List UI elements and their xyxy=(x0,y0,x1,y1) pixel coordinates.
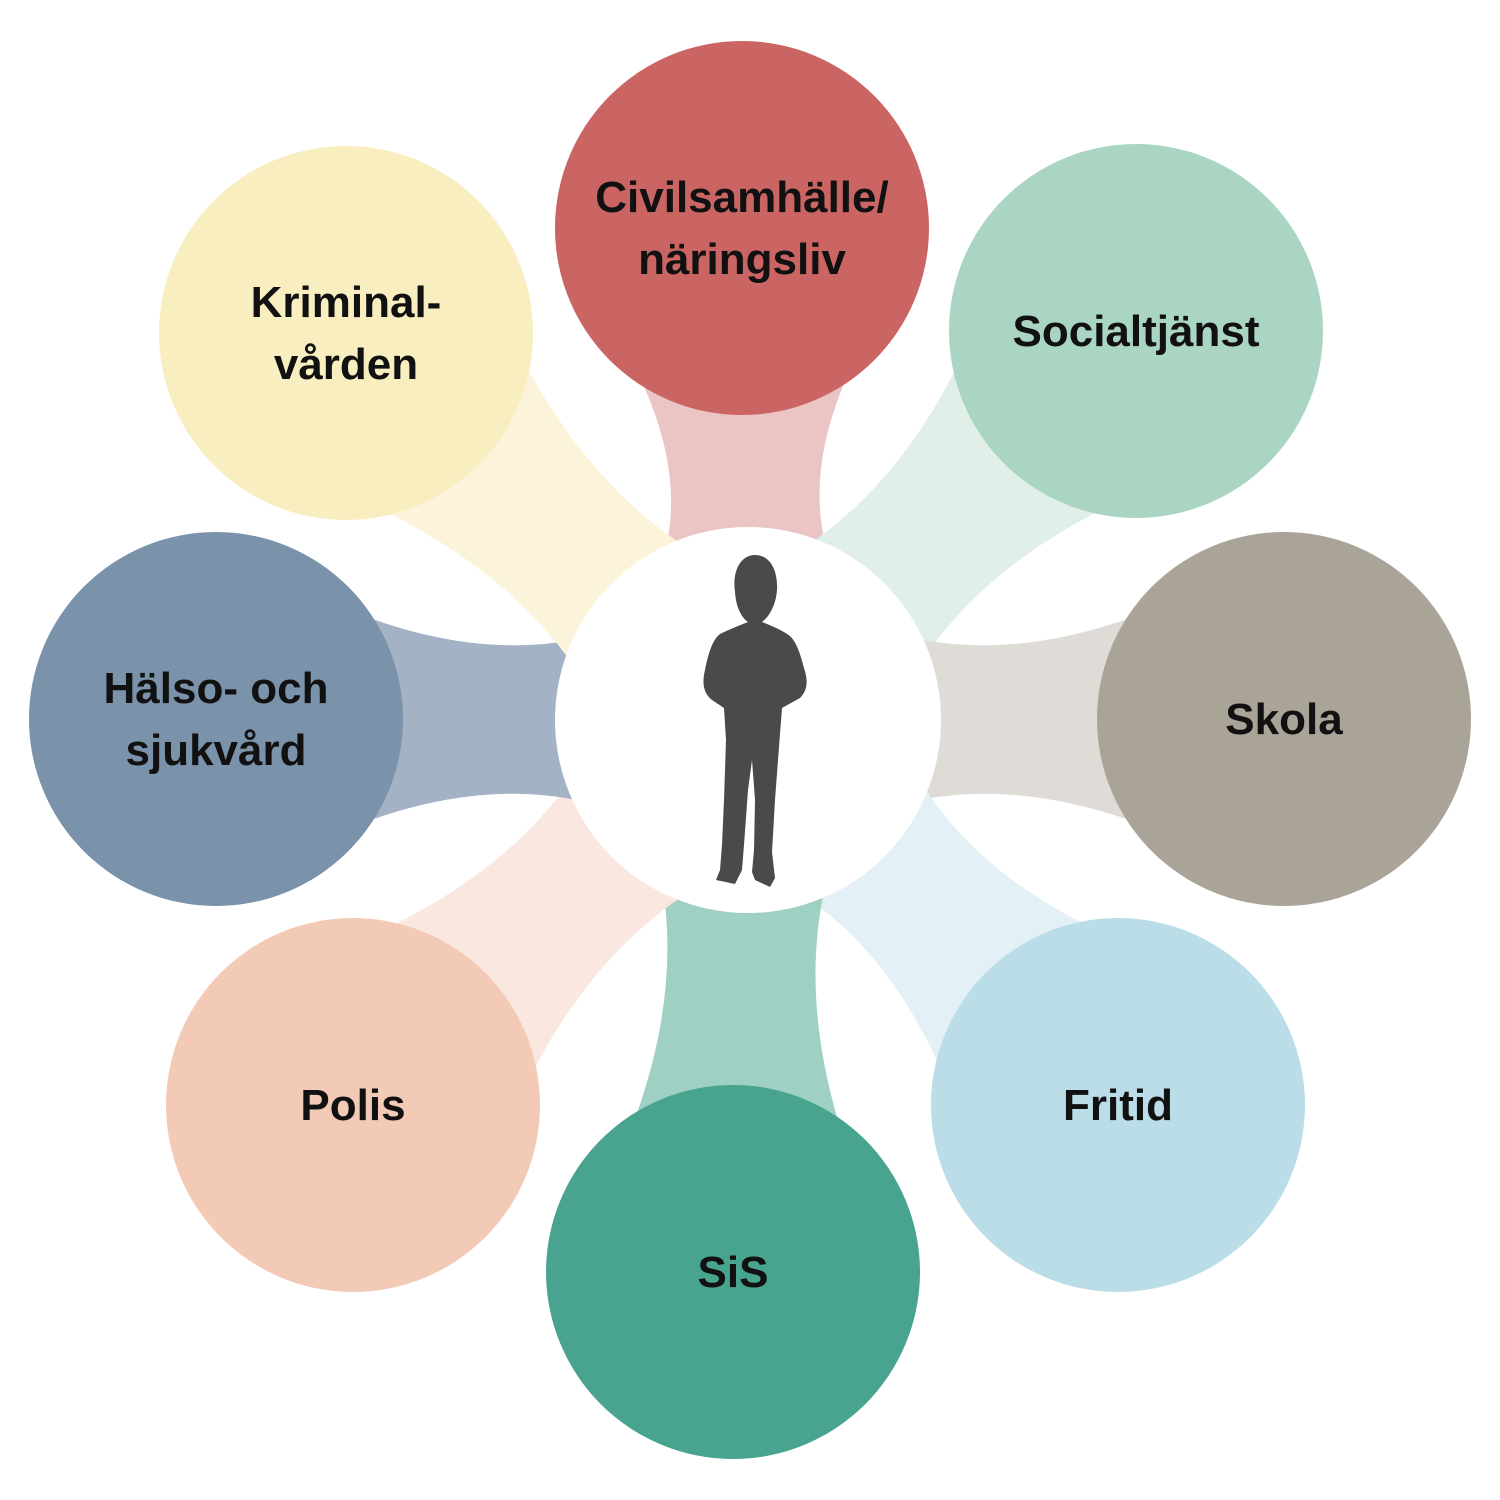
connector-halso xyxy=(372,619,576,820)
node-circle-civilsamhalle xyxy=(555,41,929,415)
node-polis: Polis xyxy=(166,918,540,1292)
node-label-halso: Hälso- och xyxy=(104,664,329,713)
node-label-civilsamhalle: näringsliv xyxy=(638,235,846,284)
node-label-socialtjanst: Socialtjänst xyxy=(1013,307,1260,356)
node-civilsamhalle: Civilsamhälle/näringsliv xyxy=(555,41,929,415)
node-label-kriminalvarden: vården xyxy=(274,340,418,389)
node-circle-fritid xyxy=(931,918,1305,1292)
node-label-kriminalvarden: Kriminal- xyxy=(251,278,442,327)
node-label-halso: sjukvård xyxy=(126,726,307,775)
node-fritid: Fritid xyxy=(931,918,1305,1292)
center-node xyxy=(555,527,941,913)
node-circle-sis xyxy=(546,1085,920,1459)
child-silhouette-icon xyxy=(703,555,807,887)
node-label-polis: Polis xyxy=(300,1081,405,1130)
node-circle-polis xyxy=(166,918,540,1292)
node-kriminalvarden: Kriminal-vården xyxy=(159,146,533,520)
node-sis: SiS xyxy=(546,1085,920,1459)
connector-skola xyxy=(920,619,1128,820)
node-circle-halso xyxy=(29,532,403,906)
node-circle-kriminalvarden xyxy=(159,146,533,520)
node-skola: Skola xyxy=(1097,532,1471,906)
node-socialtjanst: Socialtjänst xyxy=(949,144,1323,518)
node-label-sis: SiS xyxy=(698,1248,769,1297)
node-circle-socialtjanst xyxy=(949,144,1323,518)
node-label-civilsamhalle: Civilsamhälle/ xyxy=(595,173,888,222)
node-label-fritid: Fritid xyxy=(1063,1081,1173,1130)
connector-civilsamhalle xyxy=(643,383,844,548)
child-silhouette-path xyxy=(703,555,807,887)
stakeholder-circles: Civilsamhälle/näringslivSocialtjänstSkol… xyxy=(29,41,1471,1459)
node-halso: Hälso- och sjukvård xyxy=(29,532,403,906)
connector-sis xyxy=(637,890,838,1118)
node-label-skola: Skola xyxy=(1225,695,1343,744)
node-circle-skola xyxy=(1097,532,1471,906)
